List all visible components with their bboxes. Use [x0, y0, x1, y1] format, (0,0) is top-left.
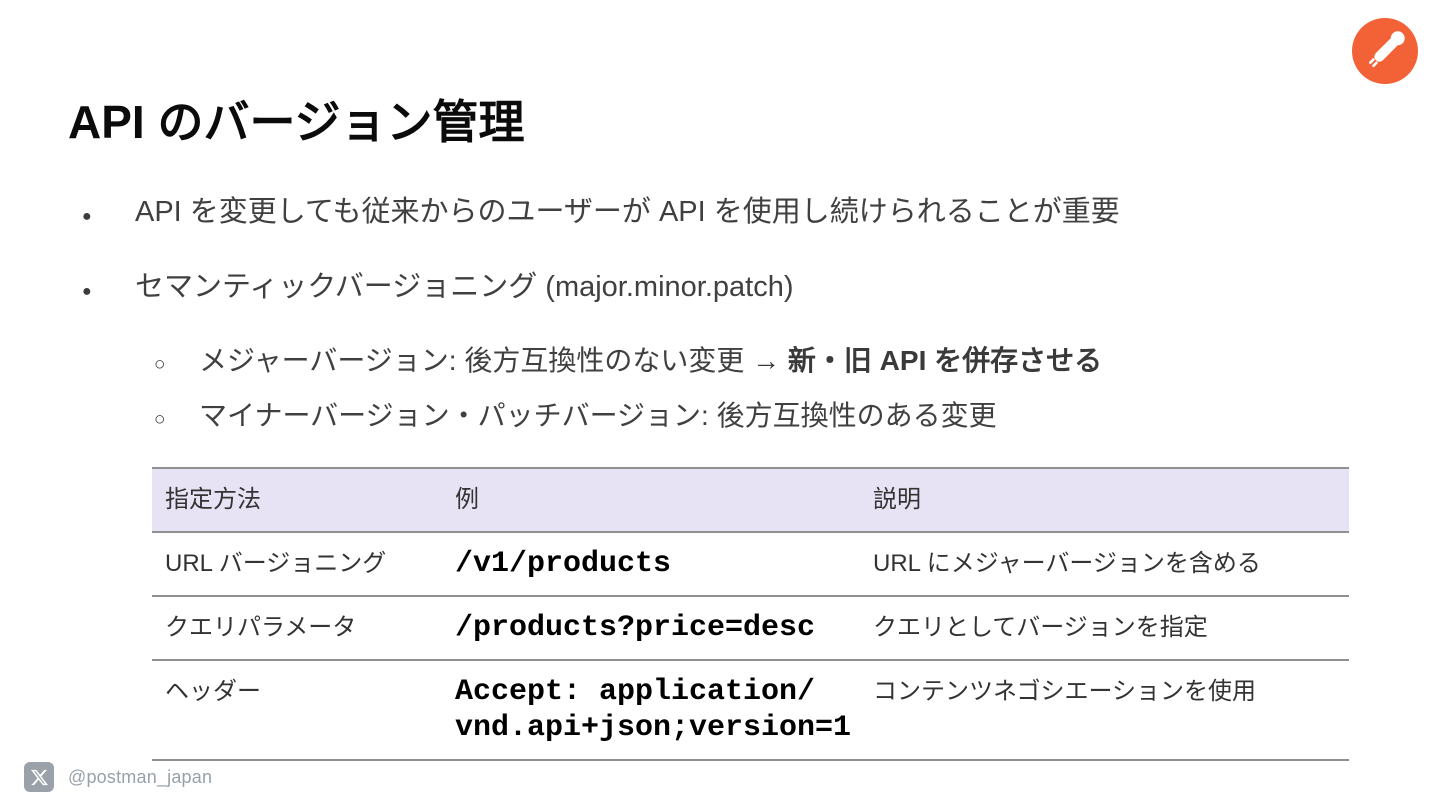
footer: @postman_japan: [24, 762, 212, 792]
cell-description: URL にメジャーバージョンを含める: [860, 531, 1349, 597]
cell-method: URL バージョニング: [152, 531, 442, 597]
bullet-hollow-icon: ○: [154, 409, 166, 430]
slide-body: ● API を変更しても従来からのユーザーが API を使用し続けられることが重…: [68, 190, 1400, 761]
sub-bullet-text: メジャーバージョン: 後方互換性のない変更 → 新・旧 API を併存させる: [199, 340, 1102, 382]
column-header-method: 指定方法: [152, 467, 442, 533]
cell-example-code: /products?price=desc: [442, 595, 860, 661]
cell-description: クエリとしてバージョンを指定: [860, 595, 1349, 661]
sub-bullet-text: マイナーバージョン・パッチバージョン: 後方互換性のある変更: [199, 395, 997, 437]
sub-bullet-text-normal: メジャーバージョン: 後方互換性のない変更: [199, 345, 753, 376]
cell-example-code: /v1/products: [442, 531, 860, 597]
bullet-hollow-icon: ○: [154, 354, 166, 375]
sub-bullet-text-bold: → 新・旧 API を併存させる: [752, 345, 1103, 376]
slide-title: API のバージョン管理: [68, 96, 525, 148]
postman-logo-icon: [1352, 18, 1418, 84]
sub-bullet-text-normal: マイナーバージョン・パッチバージョン: 後方互換性のある変更: [199, 400, 997, 431]
column-header-example: 例: [442, 467, 860, 533]
bullet-item: ● セマンティックバージョニング (major.minor.patch): [68, 265, 1400, 314]
versioning-table: 指定方法 例 説明 URL バージョニング /v1/products URL に…: [152, 467, 1349, 761]
x-twitter-icon: [24, 762, 54, 792]
bullet-filled-icon: ●: [82, 208, 92, 225]
bullet-text: API を変更しても従来からのユーザーが API を使用し続けられることが重要: [135, 196, 1120, 228]
bullet-text: セマンティックバージョニング (major.minor.patch): [135, 271, 794, 303]
table-row: ヘッダー Accept: application/ vnd.api+json;v…: [152, 659, 1349, 761]
cell-example-code: Accept: application/ vnd.api+json;versio…: [442, 659, 860, 761]
bullet-item: ● API を変更しても従来からのユーザーが API を使用し続けられることが重…: [68, 190, 1400, 239]
table-row: URL バージョニング /v1/products URL にメジャーバージョンを…: [152, 531, 1349, 597]
table-row: クエリパラメータ /products?price=desc クエリとしてバージョ…: [152, 595, 1349, 661]
column-header-description: 説明: [860, 467, 1349, 533]
social-handle: @postman_japan: [68, 766, 213, 787]
cell-method: ヘッダー: [152, 659, 442, 761]
cell-method: クエリパラメータ: [152, 595, 442, 661]
sub-bullet-item: ○ マイナーバージョン・パッチバージョン: 後方互換性のある変更: [68, 395, 1400, 441]
sub-bullet-item: ○ メジャーバージョン: 後方互換性のない変更 → 新・旧 API を併存させる: [68, 340, 1400, 386]
bullet-filled-icon: ●: [82, 283, 92, 300]
table-header-row: 指定方法 例 説明: [152, 467, 1349, 533]
cell-description: コンテンツネゴシエーションを使用: [860, 659, 1349, 761]
